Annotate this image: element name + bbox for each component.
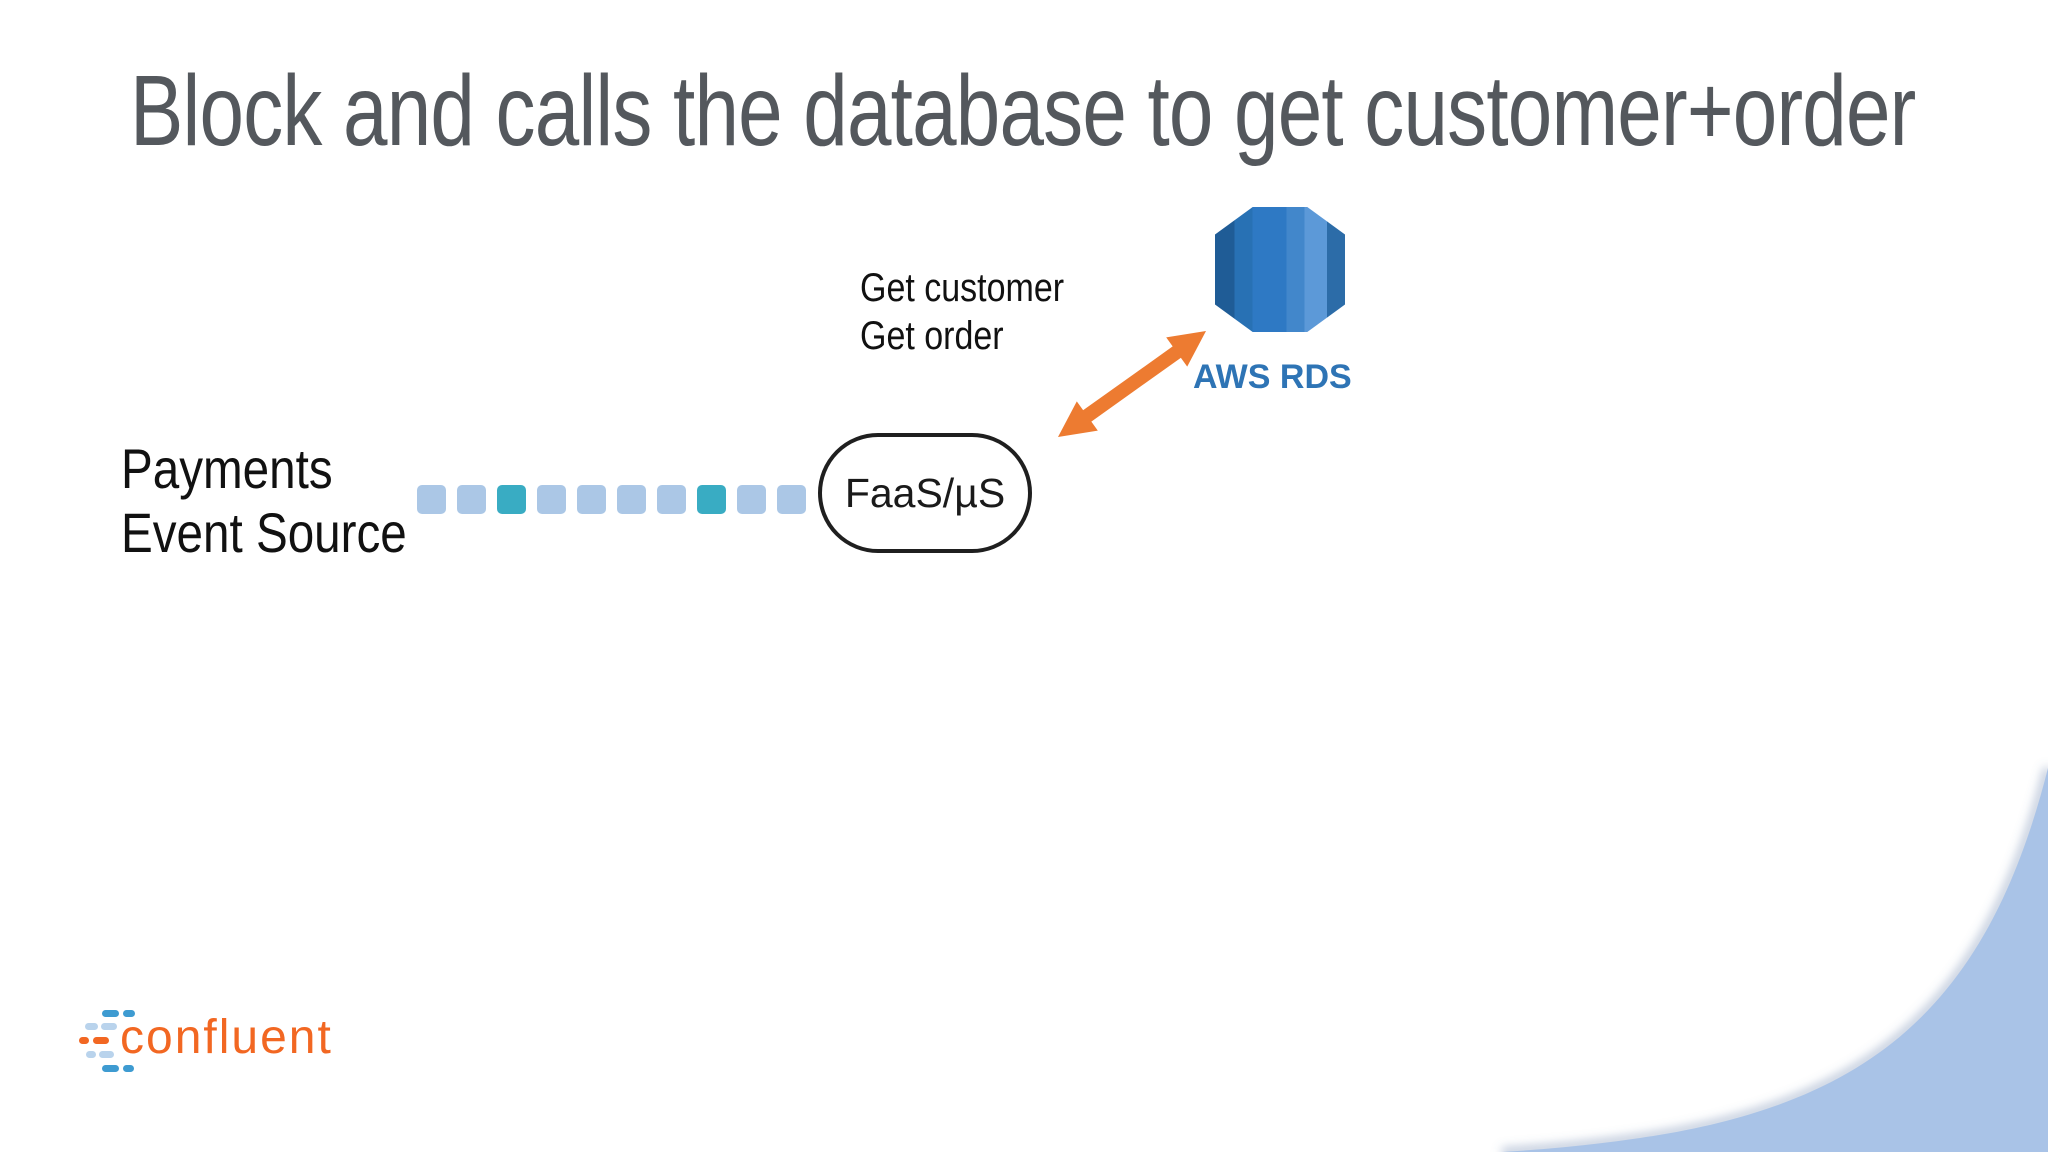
logo-dash-icon [86,1051,96,1058]
logo-dash-icon [102,1010,119,1017]
faas-node-label: FaaS/µS [844,469,1006,516]
db-call-line2: Get order [860,314,1004,358]
corner-curve-shadow [1501,767,2048,1152]
source-label-line1: Payments [121,437,333,500]
event-square-light [617,485,646,514]
event-square-light [457,485,486,514]
logo-dash-icon [123,1010,135,1017]
corner-curve-fill [1502,768,2048,1152]
confluent-logo: confluent [60,1000,480,1090]
event-square-light [417,485,446,514]
aws-rds-database-icon [1215,207,1345,332]
event-square-teal [497,485,526,514]
logo-dash-icon [102,1065,119,1072]
payments-event-source-label: Payments Event Source [121,437,407,565]
confluent-wordmark: confluent [120,1011,333,1064]
faas-node: FaaS/µS [818,433,1032,553]
db-call-text: Get customer Get order [860,264,1064,360]
slide-title: Block and calls the database to get cust… [130,55,1916,167]
logo-dash-icon [123,1065,134,1072]
aws-rds-label: AWS RDS [1193,358,1352,396]
arrow-head-lower [1058,401,1098,437]
event-square-light [657,485,686,514]
event-square-light [537,485,566,514]
db-call-line1: Get customer [860,266,1065,310]
logo-dash-icon [85,1023,98,1030]
logo-dash-icon [101,1023,117,1030]
logo-dash-icon [79,1037,89,1044]
logo-dash-icon [93,1037,109,1044]
event-square-light [577,485,606,514]
event-stream-squares [417,485,806,514]
arrow-shaft [1080,344,1184,424]
source-label-line2: Event Source [121,501,407,564]
logo-dash-icon [99,1051,114,1058]
event-square-light [777,485,806,514]
event-square-teal [697,485,726,514]
event-square-light [737,485,766,514]
